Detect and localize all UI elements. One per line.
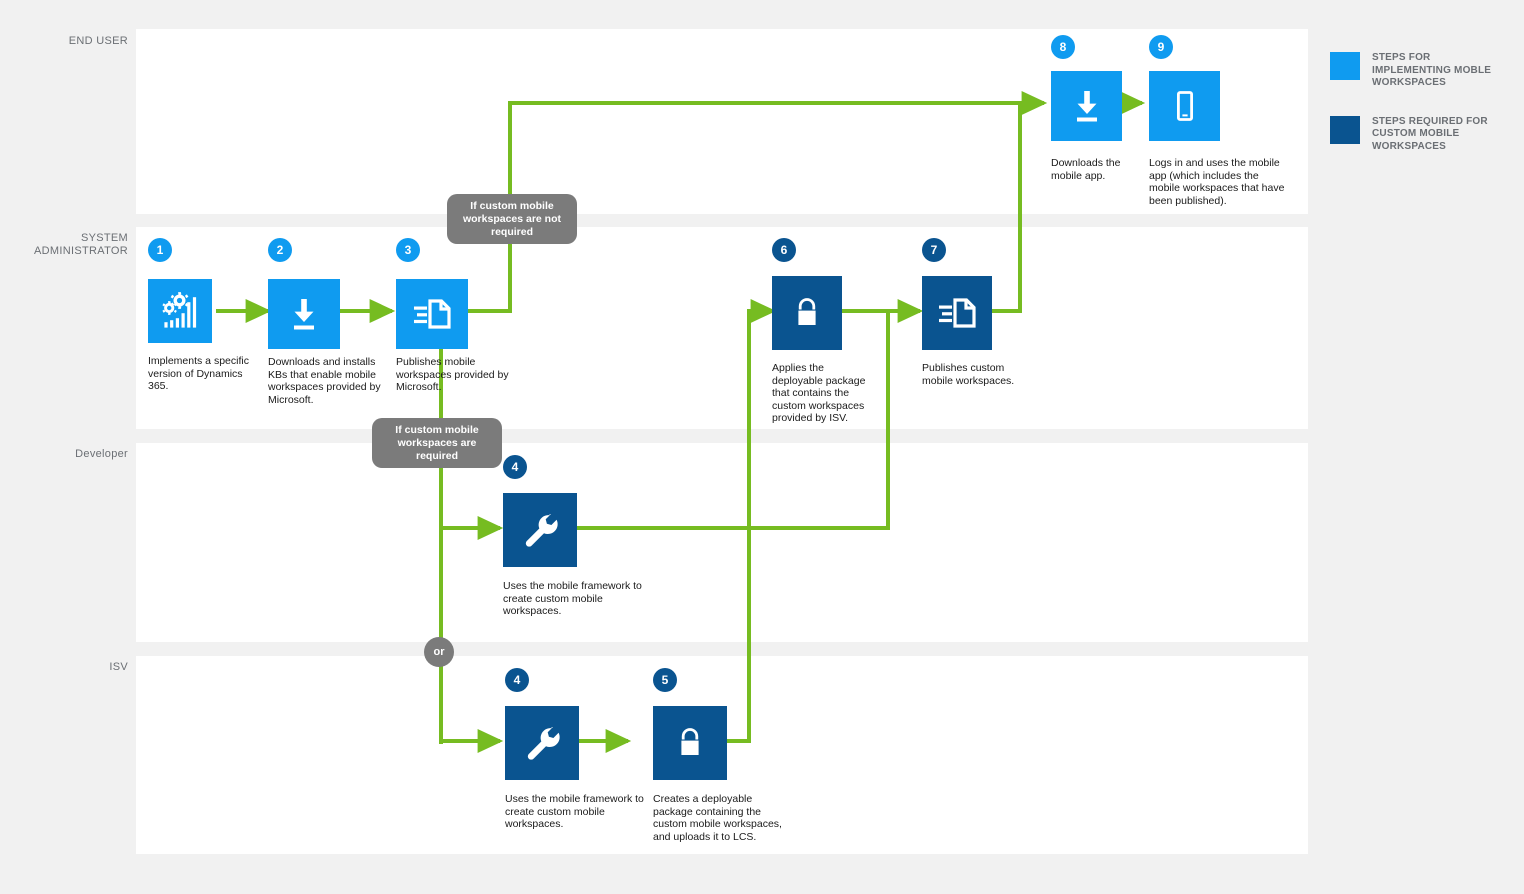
package-bag-icon xyxy=(772,276,842,350)
step-8-caption: Downloads the mobile app. xyxy=(1051,157,1121,182)
step-9-caption: Logs in and uses the mobile app (which i… xyxy=(1149,157,1285,207)
step-5-caption: Creates a deployable package containing … xyxy=(653,793,782,843)
step-2-caption: Downloads and installs KBs that enable m… xyxy=(268,356,381,406)
download-icon xyxy=(1051,71,1122,141)
wrench-icon xyxy=(505,706,579,780)
step-1-badge: 1 xyxy=(148,238,172,262)
lane-developer xyxy=(136,443,1308,642)
step-1-caption: Implements a specific version of Dynamic… xyxy=(148,355,249,393)
step-9-badge: 9 xyxy=(1149,35,1173,59)
lane-end-user xyxy=(136,29,1308,214)
gears-chart-icon xyxy=(148,279,212,343)
legend-label-implementing: Steps for implementing moble workspaces xyxy=(1372,52,1492,88)
mobile-phone-icon xyxy=(1149,71,1220,141)
or-badge: or xyxy=(424,637,454,667)
lane-label-isv: ISV xyxy=(109,661,128,673)
step-4-isv-caption: Uses the mobile framework to create cust… xyxy=(505,793,644,831)
step-3-badge: 3 xyxy=(396,238,420,262)
step-2-badge: 2 xyxy=(268,238,292,262)
wrench-icon xyxy=(503,493,577,567)
step-7-badge: 7 xyxy=(922,238,946,262)
step-5-badge: 5 xyxy=(653,668,677,692)
step-6-badge: 6 xyxy=(772,238,796,262)
step-4-developer-caption: Uses the mobile framework to create cust… xyxy=(503,580,642,618)
step-4-developer-badge: 4 xyxy=(503,455,527,479)
callout-required: If custom mobile workspaces are required xyxy=(372,418,502,468)
step-6-caption: Applies the deployable package that cont… xyxy=(772,362,866,425)
legend-row-implementing: Steps for implementing moble workspaces xyxy=(1330,52,1510,90)
legend-swatch-light xyxy=(1330,52,1360,80)
download-icon xyxy=(268,279,340,349)
package-bag-icon xyxy=(653,706,727,780)
step-4-isv-badge: 4 xyxy=(505,668,529,692)
legend-swatch-dark xyxy=(1330,115,1360,144)
step-7-caption: Publishes custom mobile workspaces. xyxy=(922,362,1015,387)
lane-label-system-administrator: SYSTEM ADMINISTRATOR xyxy=(34,232,128,257)
step-8-badge: 8 xyxy=(1051,35,1075,59)
legend-row-custom: Steps required for custom mobile workspa… xyxy=(1330,115,1510,154)
legend: Steps for implementing moble workspaces … xyxy=(1330,52,1510,179)
legend-label-custom: Steps required for custom mobile workspa… xyxy=(1372,115,1488,152)
step-3-caption: Publishes mobile workspaces provided by … xyxy=(396,356,509,394)
lane-label-developer: Developer xyxy=(75,448,128,460)
publish-document-icon xyxy=(922,276,992,350)
publish-document-icon xyxy=(396,279,468,349)
lane-label-end-user: END USER xyxy=(68,35,128,47)
callout-not-required: If custom mobile workspaces are not requ… xyxy=(447,194,577,244)
